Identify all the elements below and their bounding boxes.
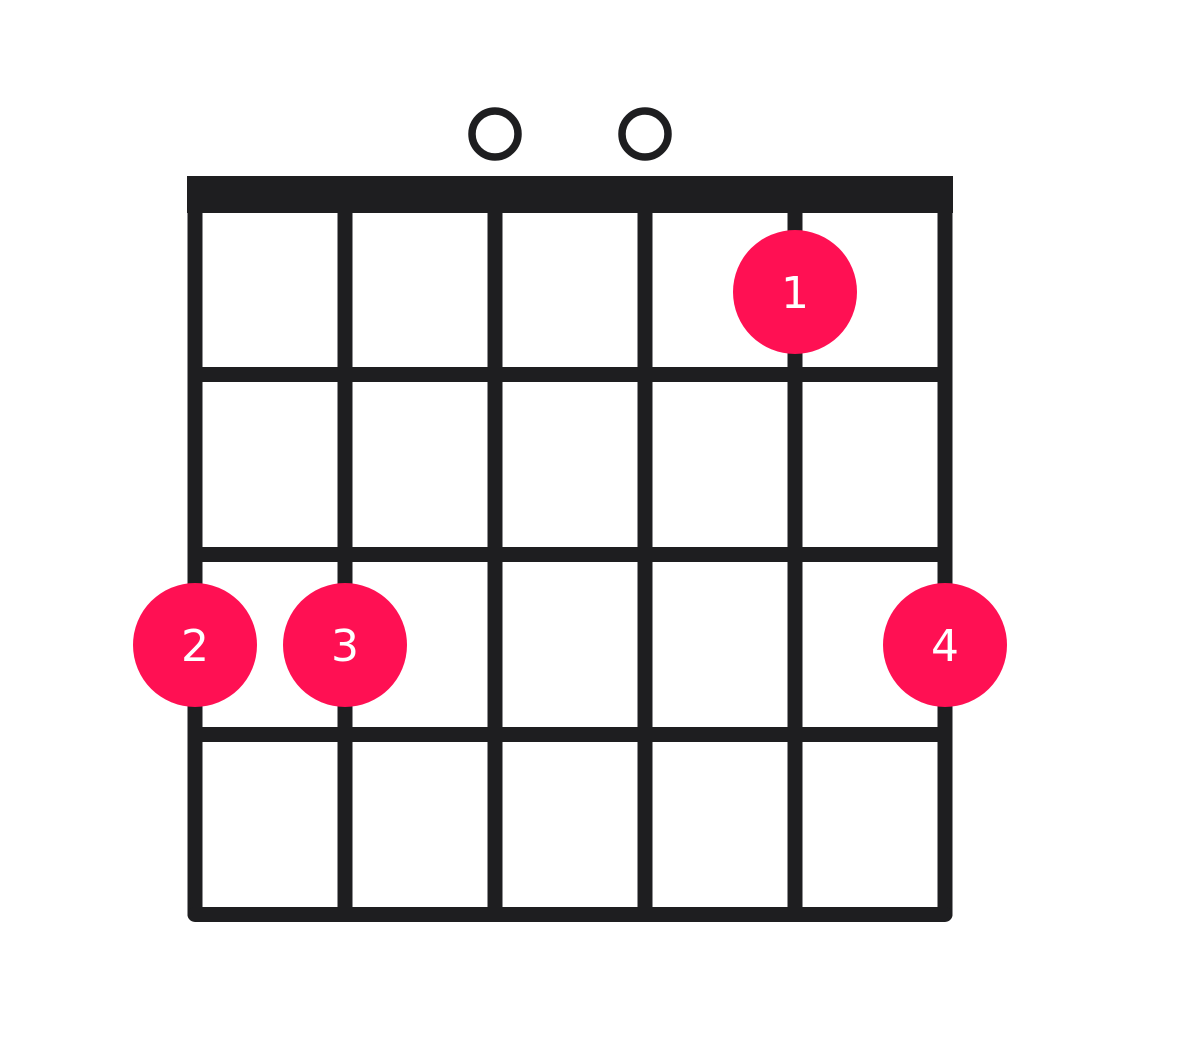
finger-label: 4	[931, 621, 959, 672]
finger-dot: 3	[283, 583, 407, 707]
finger-label: 2	[181, 621, 209, 672]
fretboard-grid	[187, 187, 953, 922]
finger-label: 3	[331, 621, 359, 672]
open-string-4-icon	[618, 107, 672, 161]
finger-label: 1	[781, 268, 809, 319]
open-string-3-icon	[468, 107, 522, 161]
nut	[187, 176, 953, 213]
finger-dot: 1	[733, 230, 857, 354]
finger-dot: 4	[883, 583, 1007, 707]
finger-dot: 2	[133, 583, 257, 707]
